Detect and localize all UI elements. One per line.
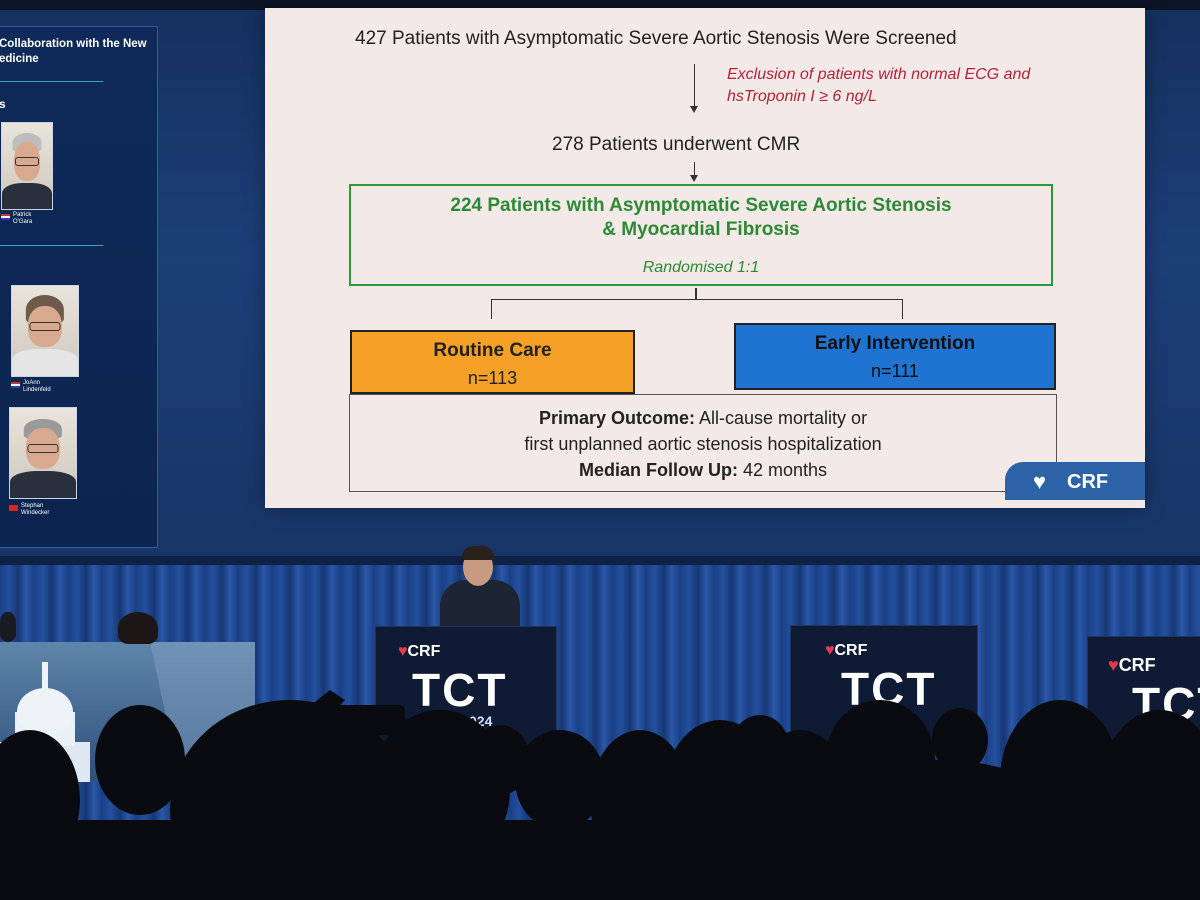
- side-title-line2: edicine: [0, 53, 39, 65]
- heart-icon: ♥: [825, 642, 835, 659]
- median-follow-up: Median Follow Up: 42 months: [578, 460, 828, 480]
- randomisation-ratio: Randomised 1:1: [642, 259, 760, 276]
- primary-outcome: Primary Outcome: All-cause mortality or: [538, 408, 868, 428]
- primary-outcome-detail: first unplanned aortic stenosis hospital…: [524, 434, 882, 454]
- bracket-stem: [695, 288, 697, 300]
- early-intervention-arm: Early Intervention n=111: [734, 323, 1056, 390]
- early-intervention-label: Early Intervention: [814, 333, 976, 354]
- tct-logo: TCT: [412, 664, 508, 716]
- swiss-flag-icon: [9, 505, 18, 511]
- ceiling-shadow: [0, 0, 1200, 10]
- randomised-cohort-box: 224 Patients with Asymptomatic Severe Ao…: [349, 184, 1053, 286]
- side-divider: [0, 81, 103, 82]
- routine-care-arm: Routine Care n=113: [350, 330, 635, 394]
- us-flag-icon: [11, 382, 20, 388]
- heart-icon: ♥: [1033, 469, 1047, 494]
- routine-care-n: n=113: [467, 368, 518, 388]
- flow-arrow: [694, 162, 695, 176]
- side-section-letter: s: [0, 97, 6, 111]
- speaker-body: [440, 580, 520, 632]
- early-intervention-n: n=111: [871, 361, 919, 381]
- panelist-silhouette: [0, 612, 16, 642]
- trial-flow-slide: 427 Patients with Asymptomatic Severe Ao…: [265, 8, 1145, 508]
- exclusion-criteria: Exclusion of patients with normal ECG an…: [727, 66, 1031, 105]
- screened-count: 427 Patients with Asymptomatic Severe Ao…: [355, 28, 957, 49]
- flow-arrow: [694, 64, 695, 108]
- arrow-head-icon: [690, 106, 698, 113]
- cmr-count: 278 Patients underwent CMR: [552, 134, 801, 155]
- arrow-head-icon: [690, 175, 698, 182]
- faculty-photo: [11, 285, 79, 377]
- panelist-silhouette: [118, 612, 158, 644]
- randomised-cohort-title: 224 Patients with Asymptomatic Severe Ao…: [450, 195, 952, 240]
- faculty-caption: JoAnn Lindenfeld: [23, 380, 51, 393]
- routine-care-label: Routine Care: [433, 340, 552, 361]
- speaker-hair: [462, 546, 494, 560]
- faculty-side-panel: Collaboration with the New edicine s Pat…: [0, 26, 158, 548]
- faculty-photo: [9, 407, 77, 499]
- crf-logo: ♥ CRF: [1005, 462, 1145, 500]
- faculty-caption: Patrick O'Gara: [13, 212, 33, 225]
- faculty-caption: Stephan Windecker: [21, 503, 50, 516]
- us-flag-icon: [1, 214, 10, 220]
- outcome-box: Primary Outcome: All-cause mortality or …: [349, 394, 1057, 492]
- side-divider: [0, 245, 103, 246]
- side-title-line1: Collaboration with the New: [0, 38, 147, 50]
- side-panel-title: Collaboration with the New edicine: [0, 37, 149, 67]
- randomisation-bracket: [491, 299, 903, 319]
- faculty-photo: [1, 122, 53, 210]
- heart-icon: ♥: [398, 643, 408, 660]
- heart-icon: ♥: [1108, 655, 1119, 675]
